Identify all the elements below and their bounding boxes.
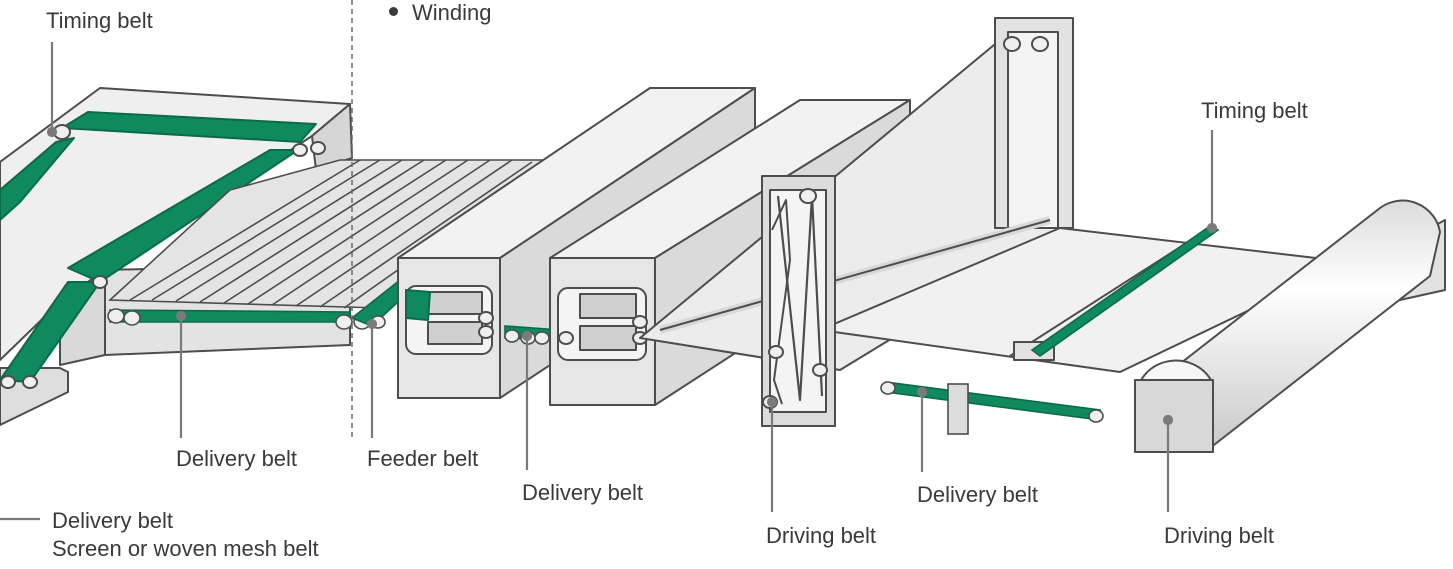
label-timing-belt-right: Timing belt [1201, 98, 1308, 123]
label-driving-belt-1: Driving belt [766, 523, 877, 548]
label-timing-belt-left: Timing belt [46, 8, 153, 33]
left-green-slope-belt [0, 137, 75, 221]
web-tower [639, 17, 1446, 373]
bullet-dot [389, 7, 398, 16]
leader-lines [0, 42, 1218, 521]
delivery-belt-3-assembly [880, 381, 1104, 435]
winding-drum [1134, 199, 1441, 453]
right-timing-belt [1030, 225, 1220, 357]
left-timing-belt-top [61, 111, 317, 143]
driving-belt-zigzag [776, 194, 824, 402]
slatted-conveyor [107, 159, 548, 330]
delivery-belt-3 [885, 381, 1101, 421]
label-delivery-belt-bottom: Delivery belt [52, 508, 174, 533]
label-delivery-belt-1: Delivery belt [176, 446, 298, 471]
delivery-belt-2-assembly [504, 325, 561, 345]
label-screen-mesh-belt: Screen or woven mesh belt [52, 536, 319, 561]
driving-belt-frame [761, 175, 836, 427]
left-inclined-conveyor [0, 87, 353, 426]
slat-bed [108, 159, 548, 309]
label-delivery-belt-2: Delivery belt [522, 480, 644, 505]
label-delivery-belt-3: Delivery belt [917, 482, 1039, 507]
process-step-winding: Winding [412, 0, 492, 25]
label-feeder-belt: Feeder belt [367, 446, 479, 471]
left-base-plate [0, 367, 69, 426]
delivery-belt-1 [109, 309, 351, 323]
label-driving-belt-2: Driving belt [1164, 523, 1275, 548]
